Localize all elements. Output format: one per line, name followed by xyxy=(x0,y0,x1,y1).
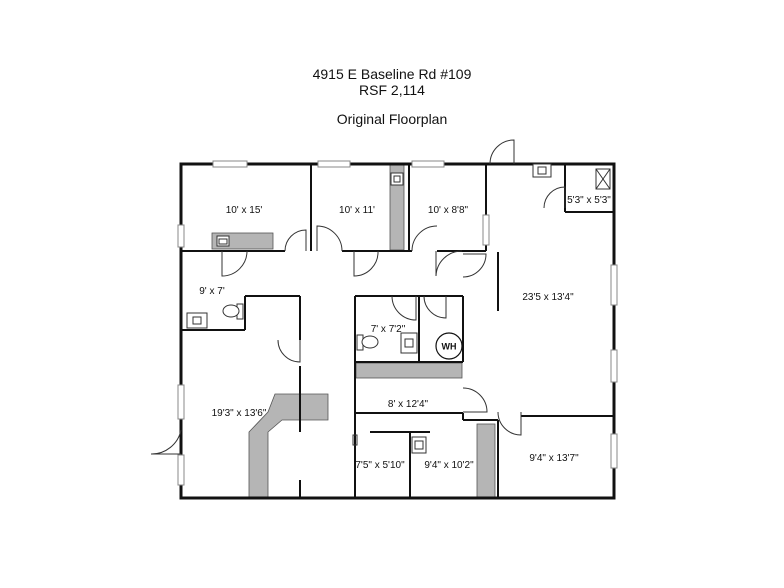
interior-walls xyxy=(181,164,614,498)
room-labels: 10' x 15' 10' x 11' 10' x 8'8" 23'5 x 13… xyxy=(199,195,611,471)
sink-basins xyxy=(192,166,547,450)
room-label-restroom-a: 9' x 7' xyxy=(199,286,225,297)
plan-header: 4915 E Baseline Rd #109 RSF 2,114 Origin… xyxy=(0,66,784,127)
room-label-closet: 5'3" x 5'3" xyxy=(567,195,611,206)
room-label-reception: 19'3" x 13'6" xyxy=(212,408,267,419)
toilet-b-icon xyxy=(356,334,379,351)
room-label-restroom-b: 7' x 7'2" xyxy=(371,324,406,335)
water-heater-icon: WH xyxy=(435,332,463,360)
room-label-office-c: 10' x 8'8" xyxy=(428,205,469,216)
room-label-break-room: 8' x 12'4" xyxy=(388,399,429,410)
rsf-label: RSF 2,114 xyxy=(359,82,425,98)
plan-subtitle: Original Floorplan xyxy=(336,111,448,127)
counter-break-room xyxy=(355,362,463,379)
room-label-office-a: 10' x 15' xyxy=(226,205,263,216)
room-label-storage: 7'5" x 5'10" xyxy=(355,460,405,471)
counter-kitchenette xyxy=(476,423,496,498)
room-label-open-area: 23'5 x 13'4" xyxy=(522,292,574,303)
room-label-kitchenette: 9'4" x 10'2" xyxy=(424,460,474,471)
toilet-a-icon xyxy=(222,303,244,320)
room-label-office-d: 9'4" x 13'7" xyxy=(529,453,579,464)
doors xyxy=(150,139,566,455)
water-heater-label: WH xyxy=(442,342,457,352)
windows xyxy=(177,160,618,486)
address-title: 4915 E Baseline Rd #109 xyxy=(312,66,472,82)
room-label-office-b: 10' x 11' xyxy=(339,205,375,216)
